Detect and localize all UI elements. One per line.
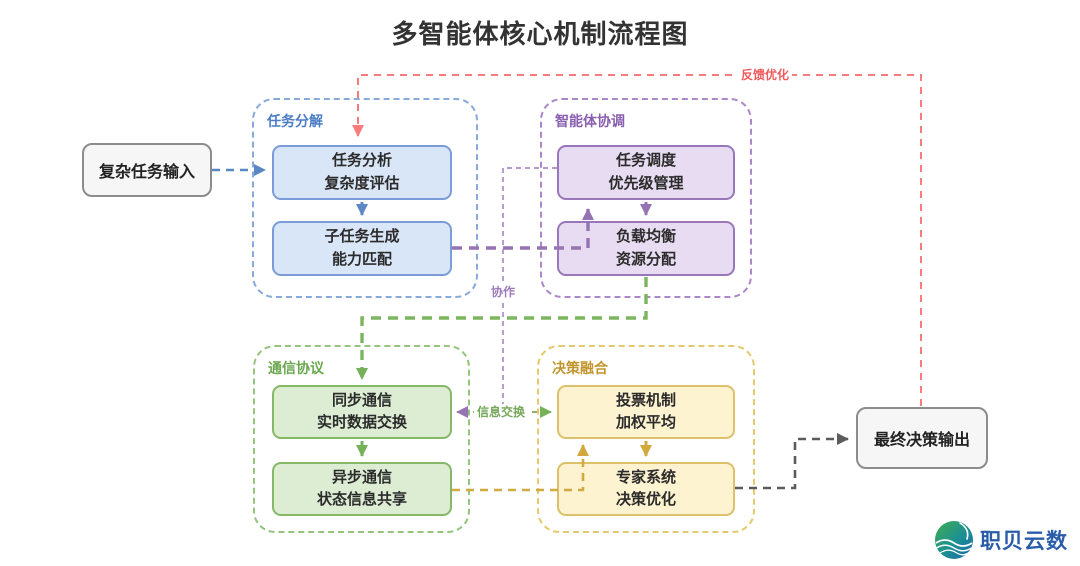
edge-label-feedback: 反馈优化 <box>738 67 793 83</box>
box-sync-communication: 同步通信 实时数据交换 <box>272 385 452 439</box>
logo-text: 职贝云数 <box>980 530 1068 553</box>
edge-label-exchange: 信息交换 <box>474 404 529 420</box>
logo-globe-icon <box>935 521 973 559</box>
box-async-communication-line2: 状态信息共享 <box>316 491 407 508</box>
box-task-scheduling: 任务调度 优先级管理 <box>557 145 735 200</box>
box-subtask-generation-line2: 能力匹配 <box>331 250 392 268</box>
box-sync-communication-line2: 实时数据交换 <box>316 414 407 431</box>
box-async-communication: 异步通信 状态信息共享 <box>272 462 452 516</box>
box-task-analysis-line1: 任务分析 <box>331 152 392 169</box>
group-task-decomposition-label: 任务分解 <box>267 113 323 129</box>
box-load-balancing-line1: 负载均衡 <box>615 228 676 245</box>
group-communication-protocol-label: 通信协议 <box>268 360 324 376</box>
box-task-scheduling-line1: 任务调度 <box>615 152 676 169</box>
box-subtask-generation: 子任务生成 能力匹配 <box>272 221 452 276</box>
group-agent-coordination-label: 智能体协调 <box>555 113 625 129</box>
node-complex-task-input: 复杂任务输入 <box>82 143 212 197</box>
box-sync-communication-line1: 同步通信 <box>331 391 392 409</box>
box-expert-system-line1: 专家系统 <box>615 468 676 486</box>
box-load-balancing: 负载均衡 资源分配 <box>557 221 735 276</box>
box-task-analysis-line2: 复杂度评估 <box>324 174 400 192</box>
group-decision-fusion-label: 决策融合 <box>552 360 608 376</box>
box-task-scheduling-line2: 优先级管理 <box>608 174 684 192</box>
box-voting-mechanism: 投票机制 加权平均 <box>557 385 735 439</box>
page-title: 多智能体核心机制流程图 <box>391 19 689 49</box>
box-expert-system: 专家系统 决策优化 <box>557 462 735 516</box>
box-voting-mechanism-line1: 投票机制 <box>615 391 676 409</box>
box-voting-mechanism-line2: 加权平均 <box>615 414 676 431</box>
box-async-communication-line1: 异步通信 <box>331 468 392 486</box>
box-expert-system-line2: 决策优化 <box>615 491 676 508</box>
box-load-balancing-line2: 资源分配 <box>615 250 676 268</box>
node-final-decision-output-label: 最终决策输出 <box>873 432 970 449</box>
logo: 职贝云数 <box>934 520 1068 560</box>
node-complex-task-input-label: 复杂任务输入 <box>98 164 195 181</box>
edge-label-collaboration: 协作 <box>488 284 519 300</box>
node-final-decision-output: 最终决策输出 <box>856 407 988 469</box>
box-task-analysis: 任务分析 复杂度评估 <box>272 145 452 200</box>
box-subtask-generation-line1: 子任务生成 <box>324 228 400 245</box>
